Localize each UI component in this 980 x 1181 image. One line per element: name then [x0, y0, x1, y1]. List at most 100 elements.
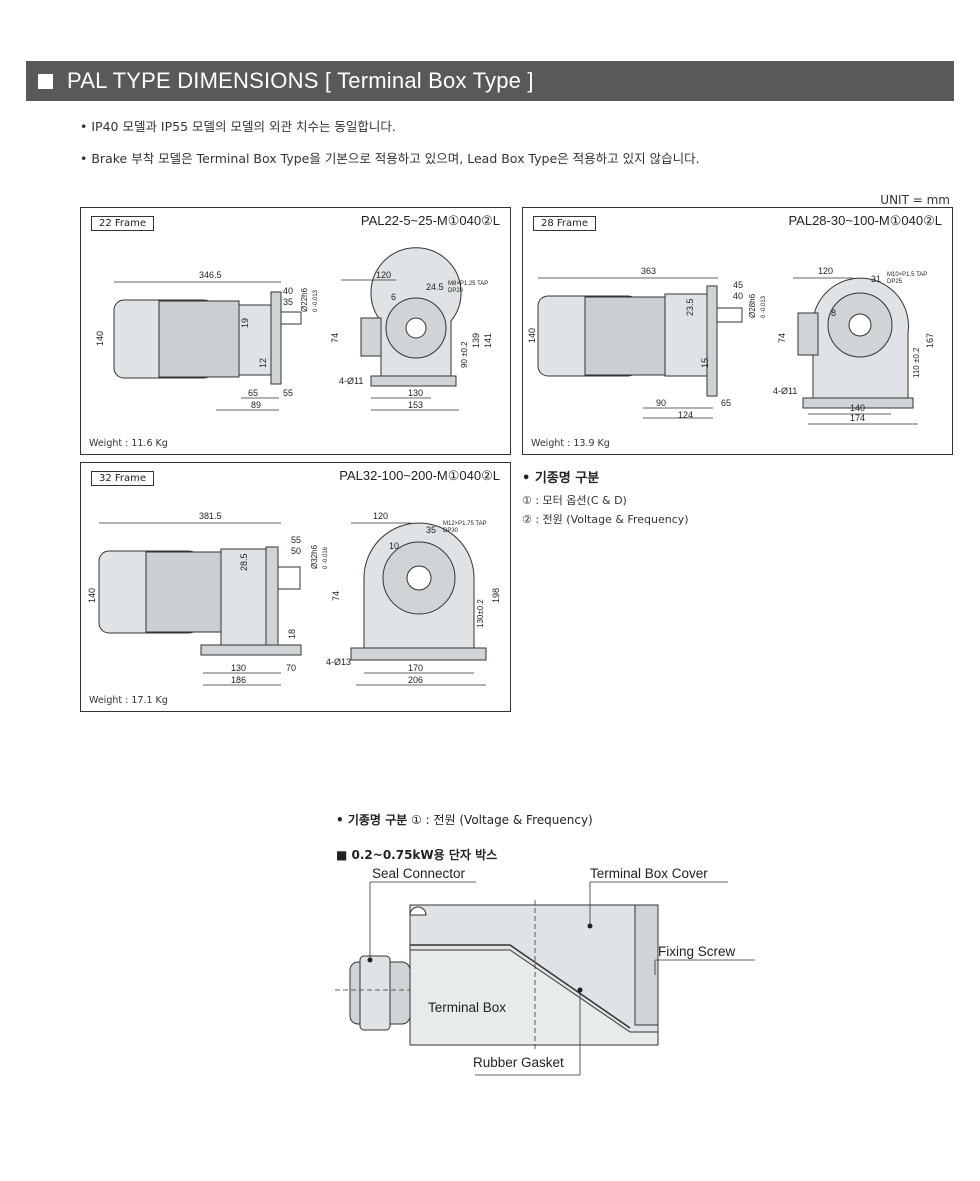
fixing-screw-shape: [634, 904, 659, 1026]
notes-list: • IP40 모델과 IP55 모델의 모델의 외관 치수는 동일합니다. • …: [80, 116, 700, 180]
svg-text:140: 140: [95, 331, 105, 346]
label-rubber-gasket: Rubber Gasket: [473, 1055, 564, 1070]
svg-text:206: 206: [408, 675, 423, 685]
svg-text:167: 167: [925, 333, 935, 348]
svg-text:Ø28h6: Ø28h6: [748, 293, 757, 318]
unit-label: UNIT = mm: [880, 193, 950, 207]
svg-text:90 ±0.2: 90 ±0.2: [460, 341, 469, 368]
svg-text:130±0.2: 130±0.2: [476, 599, 485, 628]
model-code-legend: • 기종명 구분 ① : 모터 옵션(C & D) ② : 전원 (Voltag…: [522, 467, 689, 530]
svg-text:140: 140: [850, 403, 865, 413]
svg-text:Ø32h6: Ø32h6: [310, 544, 319, 569]
svg-text:0 -0.013: 0 -0.013: [313, 289, 319, 312]
panel-32-frame: 32 Frame PAL32-100~200-M①040②L 381.5 55: [80, 462, 511, 712]
svg-text:DP30: DP30: [443, 528, 459, 534]
svg-text:120: 120: [818, 266, 833, 276]
svg-text:DP25: DP25: [887, 279, 903, 285]
svg-text:65: 65: [721, 398, 731, 408]
svg-text:DP20: DP20: [448, 288, 464, 294]
drawing-28-frame: 363 45 40 Ø28h6 0 -0.013 140 23.5 15 90 …: [527, 266, 935, 425]
svg-text:23.5: 23.5: [685, 298, 695, 316]
rubber-gasket-shape: [410, 944, 631, 1029]
svg-text:89: 89: [251, 400, 261, 410]
svg-text:74: 74: [777, 333, 787, 343]
panel-28-frame: 28 Frame PAL28-30~100-M①040②L 363 45 40: [522, 207, 953, 455]
svg-text:110 ±0.2: 110 ±0.2: [912, 347, 921, 378]
label-terminal-box: Terminal Box: [428, 1000, 506, 1015]
svg-text:18: 18: [287, 629, 297, 639]
svg-text:55: 55: [283, 388, 293, 398]
svg-text:174: 174: [850, 413, 865, 423]
frame-label: 22 Frame: [91, 216, 155, 231]
weight-label: Weight : 17.1 Kg: [89, 695, 168, 706]
svg-text:139: 139: [471, 333, 481, 348]
svg-text:120: 120: [376, 270, 391, 280]
svg-text:186: 186: [231, 675, 246, 685]
svg-text:45: 45: [733, 280, 743, 290]
svg-text:130: 130: [408, 388, 423, 398]
model-code: PAL22-5~25-M①040②L: [360, 213, 500, 228]
dim-length: 346.5: [199, 270, 222, 280]
note-item: • Brake 부착 모델은 Terminal Box Type을 기본으로 적…: [80, 151, 700, 166]
svg-text:8: 8: [831, 308, 836, 318]
svg-text:124: 124: [678, 410, 693, 420]
svg-text:24.5: 24.5: [426, 282, 444, 292]
svg-text:4-Ø11: 4-Ø11: [339, 376, 363, 386]
section-header: PAL TYPE DIMENSIONS [ Terminal Box Type …: [26, 61, 954, 101]
seal-marker: [367, 957, 373, 963]
svg-text:40: 40: [733, 291, 743, 301]
terminal-box-shape: [409, 949, 659, 1046]
legend-title: • 기종명 구분: [522, 471, 600, 486]
svg-text:381.5: 381.5: [199, 511, 222, 521]
svg-text:10: 10: [389, 541, 399, 551]
weight-label: Weight : 11.6 Kg: [89, 438, 168, 449]
terminal-box-note: • 기종명 구분 ① : 전원 (Voltage & Frequency): [336, 813, 593, 827]
drawing-22-frame: 346.5 40 35 Ø22h6 0 -0.013 140 19 12 65 …: [95, 247, 493, 411]
weight-label: Weight : 13.9 Kg: [531, 438, 610, 449]
svg-text:90: 90: [656, 398, 666, 408]
drawing-32-frame: 381.5 55 50 Ø32h6 0 -0.016 140 28.5 18 1…: [87, 511, 501, 686]
svg-text:0 -0.013: 0 -0.013: [761, 295, 767, 318]
svg-text:35: 35: [426, 525, 436, 535]
panel-22-frame: 22 Frame PAL22-5~25-M①040②L 346.5 40 35: [80, 207, 511, 455]
terminal-box-diagram: Seal Connector Terminal Box Cover Fixing…: [335, 866, 755, 1076]
frame-label: 32 Frame: [91, 471, 155, 486]
square-bullet-icon: [38, 73, 53, 89]
model-code: PAL32-100~200-M①040②L: [339, 468, 500, 483]
svg-text:4-Ø11: 4-Ø11: [773, 386, 797, 396]
svg-text:12: 12: [258, 358, 268, 368]
svg-text:4-Ø13: 4-Ø13: [326, 657, 351, 667]
svg-text:141: 141: [483, 333, 493, 348]
svg-text:140: 140: [527, 328, 537, 343]
svg-text:363: 363: [641, 266, 656, 276]
svg-text:140: 140: [87, 588, 97, 603]
svg-text:198: 198: [491, 588, 501, 603]
cover-marker: [587, 923, 593, 929]
svg-text:74: 74: [330, 333, 340, 343]
svg-text:31: 31: [871, 274, 881, 284]
svg-text:M8×P1.25 TAP: M8×P1.25 TAP: [448, 281, 488, 287]
svg-text:55: 55: [291, 535, 301, 545]
svg-text:170: 170: [408, 663, 423, 673]
svg-text:65: 65: [248, 388, 258, 398]
svg-text:35: 35: [283, 297, 293, 307]
svg-text:40: 40: [283, 286, 293, 296]
svg-text:Ø22h6: Ø22h6: [300, 287, 309, 312]
svg-text:130: 130: [231, 663, 246, 673]
legend-line: ① : 모터 옵션(C & D): [522, 494, 627, 507]
svg-text:M10×P1.5 TAP: M10×P1.5 TAP: [887, 272, 927, 278]
svg-text:15: 15: [700, 358, 710, 368]
svg-text:M12×P1.75 TAP: M12×P1.75 TAP: [443, 521, 487, 527]
section-title: PAL TYPE DIMENSIONS [ Terminal Box Type …: [67, 68, 534, 93]
label-seal-connector: Seal Connector: [372, 866, 466, 881]
label-fixing-screw: Fixing Screw: [658, 944, 736, 959]
svg-text:50: 50: [291, 546, 301, 556]
note-item: • IP40 모델과 IP55 모델의 모델의 외관 치수는 동일합니다.: [80, 119, 396, 134]
svg-text:6: 6: [391, 292, 396, 302]
motor-fins: [158, 300, 240, 378]
svg-text:74: 74: [331, 591, 341, 601]
model-code: PAL28-30~100-M①040②L: [788, 213, 942, 228]
svg-text:0 -0.016: 0 -0.016: [323, 546, 329, 569]
label-terminal-box-cover: Terminal Box Cover: [590, 866, 708, 881]
frame-label: 28 Frame: [533, 216, 597, 231]
